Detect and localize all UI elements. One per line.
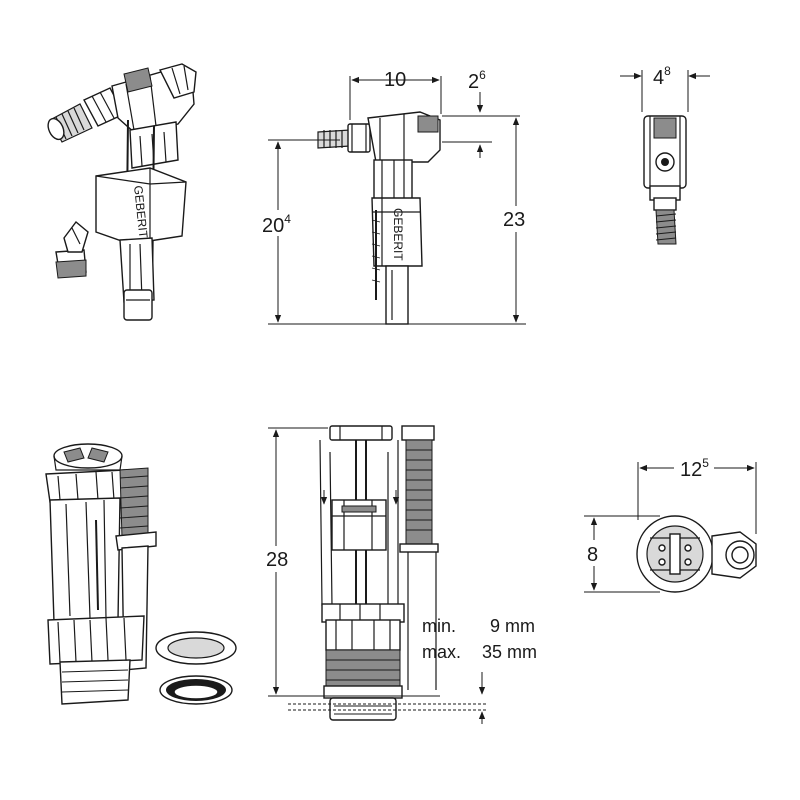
flush-valve-top-view: 125 8 — [584, 452, 757, 593]
fill-valve-perspective: GEBERIT — [47, 63, 197, 321]
inlet-thread — [47, 103, 93, 143]
flush-valve-side-view: 28 min. 9 mm max. 35 mm — [262, 425, 537, 724]
max-label: max. — [422, 642, 461, 662]
min-value: 9 mm — [490, 616, 535, 636]
flush-valve-perspective — [45, 443, 237, 705]
min-label: min. — [422, 616, 456, 636]
dim-depth-8: 8 — [587, 544, 598, 566]
dim-height-20-4: 204 — [262, 212, 291, 237]
brand-logo-side: GEBERIT — [391, 208, 405, 261]
dim-depth-4-8: 48 — [653, 64, 671, 89]
dim-height-23: 23 — [503, 209, 525, 231]
dim-height-28: 28 — [266, 549, 288, 571]
spare-float-clip — [55, 220, 89, 279]
fill-valve-side-view: GEBERIT 10 26 204 23 — [256, 68, 534, 325]
brand-logo-fill-valve: GEBERIT — [131, 185, 150, 240]
max-value: 35 mm — [482, 642, 537, 662]
gasket-rings — [155, 631, 237, 705]
dim-width-12-5: 125 — [680, 456, 709, 481]
fill-valve-front-view: 48 — [620, 64, 710, 245]
dim-offset-2-6: 26 — [468, 68, 486, 93]
dim-width-10: 10 — [384, 69, 406, 91]
